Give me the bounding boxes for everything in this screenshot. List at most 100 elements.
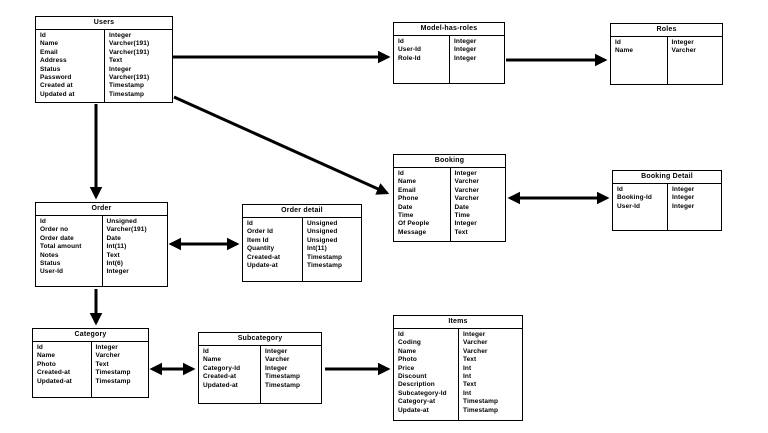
arrow-users-to-booking [173, 95, 390, 195]
field-name: Status [40, 65, 61, 73]
field-type: Integer [109, 32, 132, 39]
table-title: Items [394, 316, 522, 329]
field-type: Int(11) [307, 245, 327, 253]
field-name: User-Id [40, 268, 64, 276]
field-type: Integer [95, 344, 118, 351]
field-name: Total amount [40, 243, 82, 251]
field-name: Updated-at [37, 377, 72, 385]
field-type: Int(11) [106, 243, 127, 251]
field-name: Photo [37, 360, 56, 368]
table-title: Roles [611, 24, 722, 37]
field-type: Varcher [463, 339, 488, 347]
field-type: Timestamp [95, 377, 131, 385]
field-type: Text [95, 360, 109, 368]
field-type: Timestamp [265, 373, 301, 381]
field-name: Status [40, 260, 61, 268]
table-title: Order [36, 203, 167, 216]
field-name: Category-Id [203, 364, 241, 372]
field-type: Varcher(191) [109, 40, 150, 48]
field-name: Updated at [40, 90, 75, 98]
field-name: Id [37, 344, 43, 351]
field-type: Varcher(191) [106, 226, 147, 234]
field-type: Int [463, 364, 472, 372]
table-title: Model-has-roles [394, 23, 504, 36]
field-type: Varcher [95, 352, 121, 360]
field-type: Varcher [671, 47, 697, 55]
field-name: Id [398, 170, 404, 177]
field-type: Timestamp [463, 406, 499, 414]
field-name: Id [247, 220, 253, 227]
field-type: Unsigned [307, 236, 338, 244]
field-name: Email [398, 186, 416, 194]
field-type: Varcher [454, 178, 480, 186]
field-name: Quantity [247, 245, 275, 253]
field-type: Text [109, 57, 123, 65]
field-type: Integer [672, 186, 695, 193]
field-name: Role-Id [398, 54, 421, 62]
field-name: Created-at [37, 369, 71, 377]
field-name: Name [398, 178, 417, 186]
field-name: Time [398, 212, 414, 220]
field-type: Time [454, 212, 470, 220]
field-name: Message [398, 228, 427, 236]
field-name: Created-at [247, 253, 281, 261]
field-name: Id [615, 39, 621, 46]
table-title: Category [33, 329, 148, 342]
field-type: Integer [671, 39, 694, 46]
field-name: Name [40, 40, 59, 48]
field-type: Integer [454, 38, 477, 45]
field-name: Date [398, 203, 413, 211]
field-type: Unsigned [307, 228, 338, 236]
field-type: Int [463, 373, 472, 381]
table-title: Subcategory [199, 333, 321, 346]
field-type: Unsigned [106, 218, 137, 225]
field-type: Unsigned [307, 220, 338, 227]
field-type: Integer [454, 54, 477, 62]
field-name: Created-at [203, 373, 237, 381]
field-name: Update-at [398, 406, 429, 414]
field-type: Int [463, 389, 472, 397]
field-type: Integer [454, 170, 477, 177]
field-type: Text [463, 381, 477, 389]
field-name: Phone [398, 195, 419, 203]
field-name: Coding [398, 339, 421, 347]
field-type: Integer [109, 65, 132, 73]
field-type: Integer [106, 268, 129, 276]
field-name: Order date [40, 234, 74, 242]
field-name: Order Id [247, 228, 274, 236]
field-type: Varcher(191) [109, 48, 150, 56]
table-title: Booking [394, 155, 505, 168]
field-type: Varcher [265, 356, 290, 364]
field-type: Timestamp [95, 369, 131, 377]
field-type: Integer [672, 194, 695, 202]
field-type: Timestamp [307, 253, 343, 261]
